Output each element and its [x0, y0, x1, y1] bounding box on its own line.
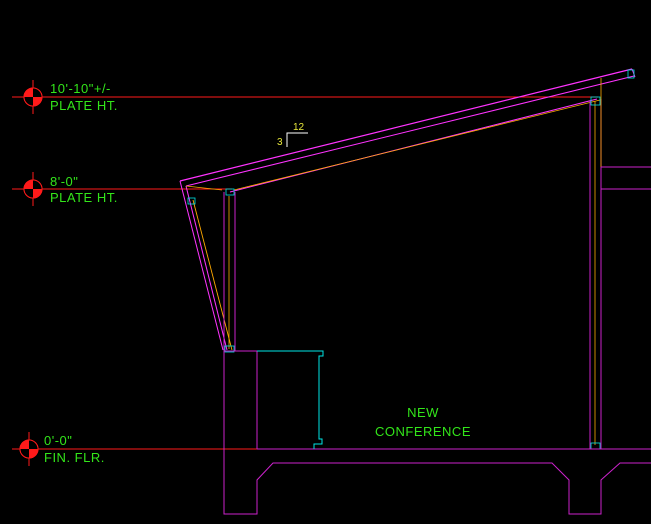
roof-top-edge — [179, 68, 633, 182]
roof-assembly — [179, 68, 636, 351]
level-marker-icon — [12, 432, 46, 466]
foundation — [223, 350, 651, 515]
eave-brace — [192, 199, 233, 351]
eave-fascia-inner — [185, 185, 228, 351]
level-elevation-floor: 0'-0" — [44, 433, 72, 448]
level-marker-icon — [14, 172, 48, 206]
roof-bottom-edge — [185, 75, 635, 187]
level-label-upper: PLATE HT. — [50, 98, 118, 113]
eave-fascia-outer — [179, 180, 224, 351]
level-elevation-lower: 8'-0" — [50, 174, 78, 189]
room-label-line1: NEW — [407, 405, 439, 420]
right-wall — [589, 78, 651, 450]
interior-cabinet — [257, 350, 324, 449]
slope-rise: 3 — [277, 137, 283, 148]
left-wall — [223, 192, 236, 353]
level-label-floor: FIN. FLR. — [44, 450, 105, 465]
level-elevation-upper: 10'-10"+/- — [50, 81, 111, 96]
level-label-lower: PLATE HT. — [50, 190, 118, 205]
room-label-line2: CONFERENCE — [375, 424, 471, 439]
level-marker-icon — [14, 80, 48, 114]
level-lines — [12, 96, 598, 450]
slope-run: 12 — [293, 122, 305, 133]
slope-indicator: 12 3 — [277, 122, 308, 148]
